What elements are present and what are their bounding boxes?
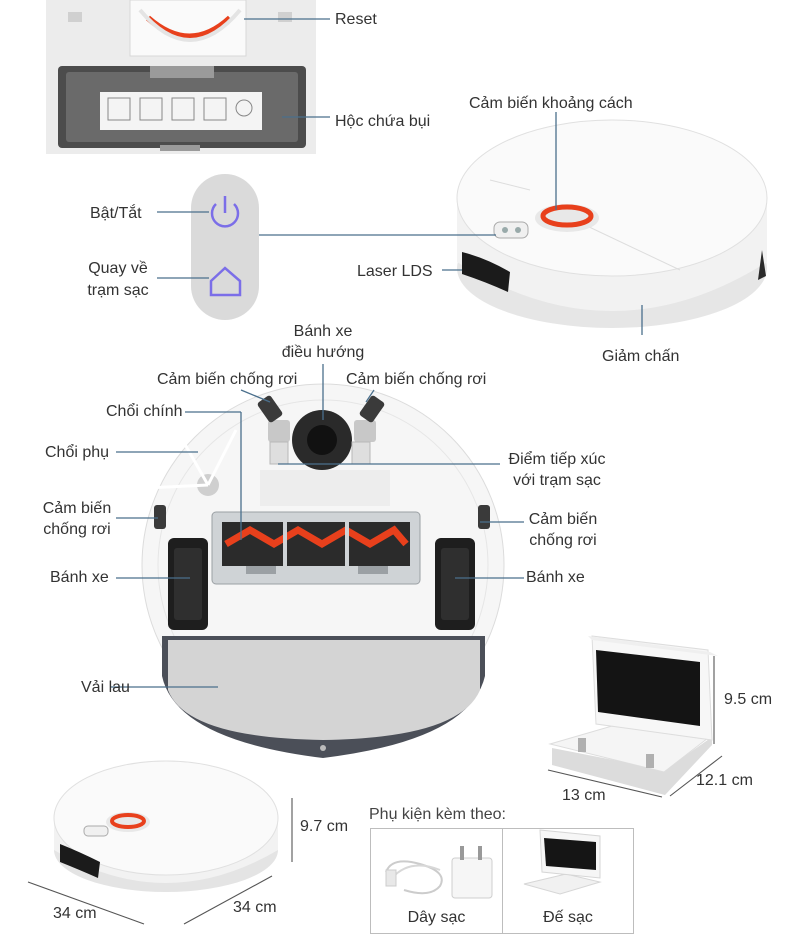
label-return-dock-2: trạm sạc <box>87 282 149 299</box>
label-mop-cloth: Vải lau <box>81 679 130 696</box>
dock-thumbnail <box>523 829 602 895</box>
label-bumper: Giảm chấn <box>602 348 680 365</box>
label-laser-lds: Laser LDS <box>357 263 433 280</box>
robot-small-view <box>53 760 279 892</box>
label-charge-contact-2: với trạm sạc <box>513 472 601 489</box>
power-icon <box>210 196 240 228</box>
accessory-dock-label: Đế sạc <box>543 909 593 926</box>
wheel-right <box>435 538 475 630</box>
dimension-lines <box>27 656 723 925</box>
label-power: Bật/Tắt <box>90 205 142 222</box>
accessories-box: Dây sạc Đế sạc <box>370 828 634 934</box>
charger-image <box>385 846 493 899</box>
dim-robot-width: 34 cm <box>233 899 277 916</box>
main-brush <box>211 511 421 585</box>
label-charge-contact-1: Điểm tiếp xúc <box>508 451 606 468</box>
mop-cloth <box>162 636 485 758</box>
label-reset: Reset <box>335 11 377 28</box>
label-cliff-sensor-right-1: Cảm biến <box>528 511 598 528</box>
wheel-left <box>168 538 208 630</box>
dim-robot-length: 34 cm <box>53 905 97 922</box>
dim-dock-width: 13 cm <box>562 787 606 804</box>
dustbin-photo <box>46 0 316 154</box>
label-cliff-sensor-top-left: Cảm biến chống rơi <box>157 371 298 388</box>
label-cliff-sensor-right-2: chống rơi <box>529 532 597 549</box>
accessories-divider <box>502 829 503 933</box>
robot-top-view <box>456 119 768 328</box>
robot-bottom-view <box>141 383 505 758</box>
label-cliff-sensor-left-1: Cảm biến <box>42 500 112 517</box>
dim-robot-height: 9.7 cm <box>300 818 349 835</box>
label-distance-sensor: Cảm biến khoảng cách <box>469 95 633 112</box>
side-brush <box>145 429 238 496</box>
button-panel <box>191 174 259 320</box>
dim-dock-depth: 12.1 cm <box>696 772 753 789</box>
charging-dock <box>548 635 718 795</box>
label-side-brush: Chổi phụ <box>45 444 110 461</box>
label-nav-wheel-1: Bánh xe <box>293 323 353 340</box>
label-main-brush: Chổi chính <box>106 403 183 420</box>
label-dustbin: Hộc chứa bụi <box>335 113 431 130</box>
leader-lines <box>110 18 643 688</box>
accessory-cable-label: Dây sạc <box>407 909 466 926</box>
accessories-title: Phụ kiện kèm theo: <box>369 806 506 823</box>
dim-dock-height: 9.5 cm <box>724 691 773 708</box>
label-return-dock-1: Quay về <box>88 260 148 277</box>
label-cliff-sensor-top-right: Cảm biến chống rơi <box>346 371 487 388</box>
label-wheel-right: Bánh xe <box>526 569 585 586</box>
label-cliff-sensor-left-2: chống rơi <box>43 521 111 538</box>
home-icon <box>209 266 242 297</box>
nav-wheel <box>292 410 352 470</box>
label-nav-wheel-2: điều hướng <box>281 344 365 361</box>
label-wheel-left: Bánh xe <box>50 569 109 586</box>
